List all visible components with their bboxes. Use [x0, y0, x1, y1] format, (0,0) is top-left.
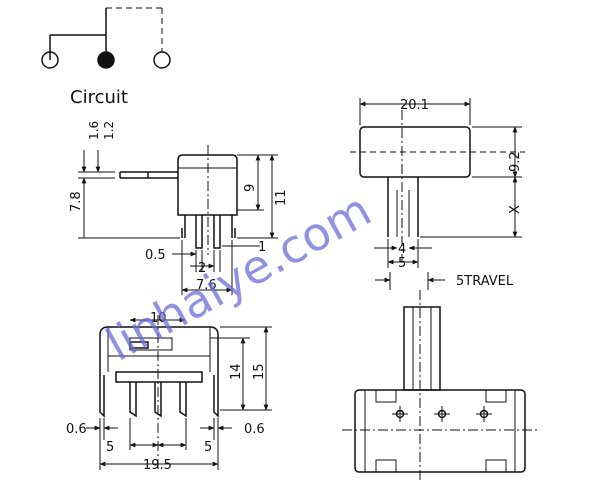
circuit-label: Circuit [70, 87, 128, 108]
dim-4: 4 [398, 242, 406, 257]
dim-14: 14 [229, 363, 244, 380]
dim-7-6: 7.6 [196, 278, 217, 293]
dim-9-2: 9.2 [508, 151, 523, 172]
dim-15: 15 [252, 363, 267, 380]
dim-11: 11 [274, 189, 289, 206]
dim-7-8: 7.8 [69, 191, 84, 212]
circuit-diagram: Circuit [41, 7, 171, 108]
front-view: 10 14 15 0.6 0.6 5 5 19.5 [66, 311, 272, 473]
dim-5-left: 5 [106, 440, 114, 455]
dim-5: 5 [398, 256, 406, 271]
dim-travel: 5TRAVEL [456, 274, 514, 289]
circuit-terminal-common [97, 51, 115, 69]
dim-20-1: 20.1 [400, 98, 429, 113]
dim-19-5: 19.5 [143, 458, 172, 473]
side-view: 1.6 1.2 7.8 9 11 0.5 1 2 7.6 [69, 121, 289, 295]
bottom-right-view [342, 290, 540, 480]
circuit-terminal-left [41, 51, 59, 69]
dim-2: 2 [198, 261, 206, 276]
dim-0-6-left: 0.6 [66, 422, 87, 437]
dim-0-6-right: 0.6 [244, 422, 265, 437]
top-right-view: 20.1 9.2 X 4 5 5TRAVEL [350, 98, 525, 290]
watermark: linhaiye.com [97, 182, 380, 371]
dim-5-right: 5 [204, 440, 212, 455]
dim-10: 10 [150, 311, 167, 326]
dim-1: 1 [258, 240, 266, 255]
dim-0-5: 0.5 [145, 248, 166, 263]
dim-1-6: 1.6 [87, 121, 101, 140]
dim-1-2: 1.2 [102, 121, 116, 140]
dim-9: 9 [243, 184, 258, 192]
circuit-terminal-right [153, 51, 171, 69]
dim-x: X [508, 205, 523, 214]
